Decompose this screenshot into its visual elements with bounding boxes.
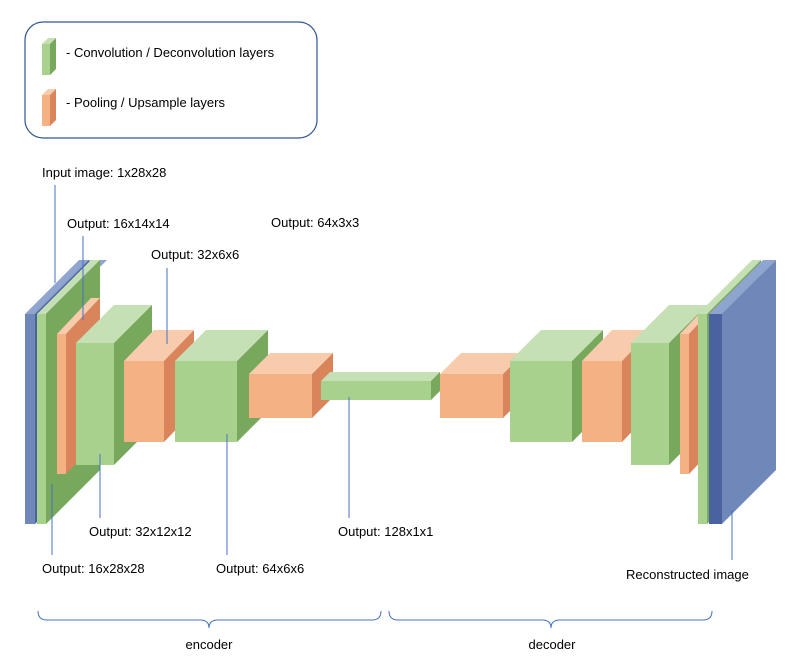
legend-pool-swatch: [42, 89, 56, 126]
label-output-128x1x1: Output: 128x1x1: [338, 524, 433, 539]
legend-box: [24, 21, 318, 139]
upsample-layer-64x3x3: [440, 353, 524, 418]
encoder-label: encoder: [186, 637, 234, 652]
leader-lines: [51, 185, 733, 560]
label-input-image: Input image: 1x28x28: [42, 165, 166, 180]
legend-conv-label: - Convolution / Deconvolution layers: [66, 45, 275, 60]
deconv-layer-64x6x6: [510, 330, 603, 442]
label-output-32x6x6: Output: 32x6x6: [151, 247, 239, 262]
label-output-16x14x14: Output: 16x14x14: [67, 216, 170, 231]
legend-conv-swatch: [42, 38, 56, 75]
label-output-64x6x6: Output: 64x6x6: [216, 561, 304, 576]
legend: - Convolution / Deconvolution layers - P…: [24, 21, 318, 139]
encoder-brace: [37, 610, 382, 629]
bottleneck-layer-128x1x1: [321, 372, 440, 400]
label-reconstructed-image: Reconstructed image: [626, 567, 749, 582]
decoder-brace: [388, 610, 713, 629]
label-output-32x12x12: Output: 32x12x12: [89, 524, 192, 539]
label-output-64x3x3: Output: 64x3x3: [271, 215, 359, 230]
pool-layer-64x3x3: [249, 353, 333, 418]
reconstructed-image-layer: [709, 260, 776, 524]
label-output-16x28x28: Output: 16x28x28: [42, 561, 145, 576]
legend-pool-label: - Pooling / Upsample layers: [66, 95, 225, 110]
decoder-label: decoder: [529, 637, 577, 652]
